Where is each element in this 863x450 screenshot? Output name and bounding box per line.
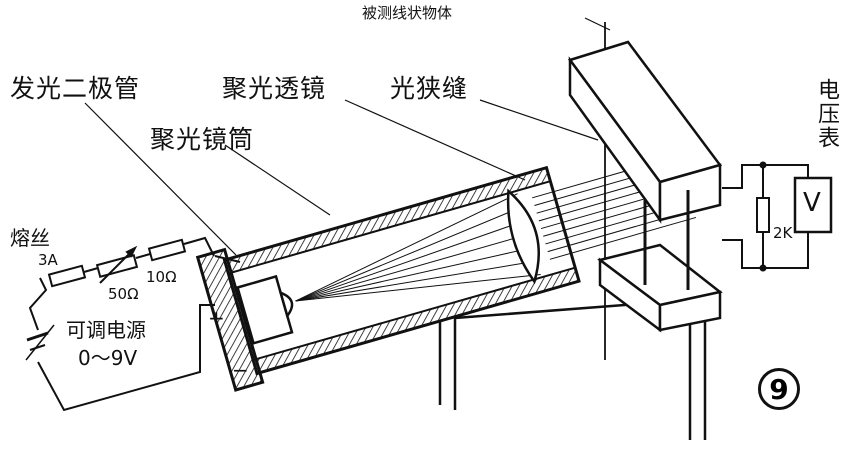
supply-circuit (26, 238, 240, 410)
label-resistor-2k: 2K (773, 224, 793, 242)
light-rays (284, 194, 541, 342)
resistor-10-icon (149, 240, 185, 260)
label-res10: 10Ω (146, 268, 177, 286)
label-object: 被测线状物体 (362, 4, 453, 22)
led-icon (281, 291, 295, 316)
figure-number-badge: 9 (758, 368, 800, 410)
voltmeter-symbol: V (803, 188, 821, 218)
label-lens-tube: 聚光镜筒 (150, 125, 255, 154)
lens-tube (198, 122, 707, 390)
label-plus: + (208, 306, 225, 330)
label-slit: 光狭缝 (390, 74, 469, 103)
condenser-lens-icon (500, 187, 548, 284)
label-supply: 可调电源 (66, 318, 146, 342)
detector-block (570, 42, 720, 330)
label-pot: 50Ω (108, 285, 139, 303)
label-voltmeter: 电压表 (814, 78, 839, 150)
label-minus: − (232, 358, 249, 382)
voltmeter-box (795, 178, 831, 232)
label-fuse: 熔丝 (10, 226, 50, 250)
leader-lines (85, 18, 610, 255)
label-supply-range: 0～9V (78, 346, 138, 370)
label-led: 发光二极管 (10, 74, 141, 103)
meter-circuit (722, 163, 831, 271)
label-condenser-lens: 聚光透镜 (222, 74, 327, 103)
label-fuse-rating: 3A (38, 251, 58, 269)
fuse-icon (49, 266, 85, 286)
